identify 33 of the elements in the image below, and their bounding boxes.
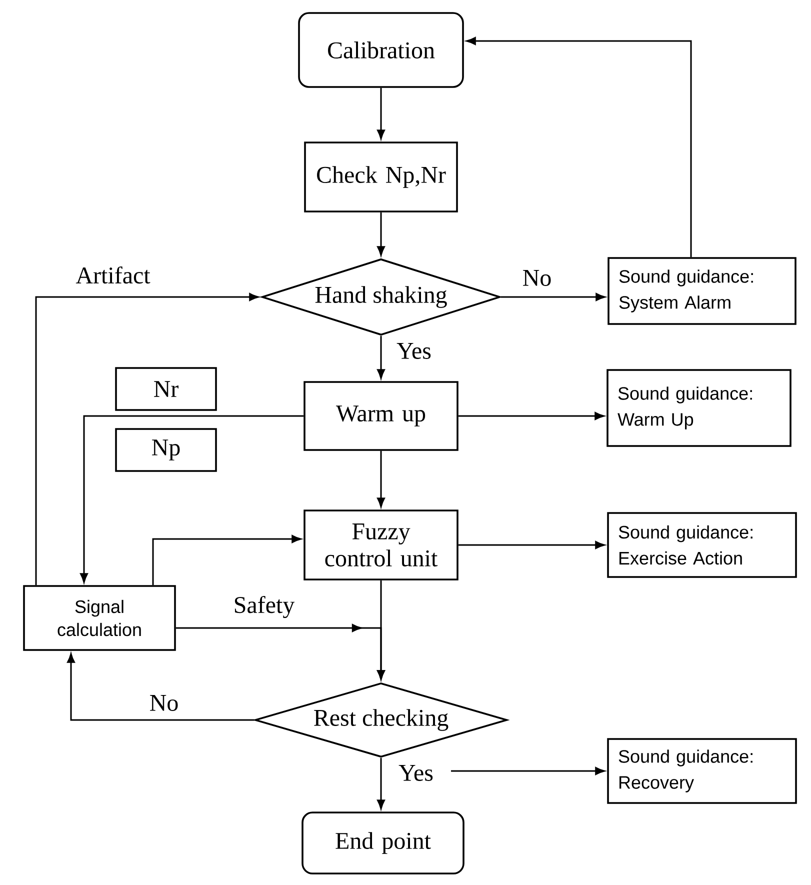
arrow xyxy=(80,415,304,583)
arrow xyxy=(377,580,385,680)
process-box: Signal calculation xyxy=(23,585,176,651)
process-box: Check Np,Nr xyxy=(304,142,458,212)
arrow xyxy=(35,293,259,586)
process-box: Sound guidance: System Alarm xyxy=(608,257,796,325)
edge-label: Yes xyxy=(398,764,434,782)
process-box: Fuzzy control unit xyxy=(304,510,458,580)
edge-label: Artifact xyxy=(74,265,152,285)
edge-label: No xyxy=(521,269,553,287)
arrow xyxy=(377,450,385,508)
terminal-box: Calibration xyxy=(298,12,464,88)
process-box: Nr xyxy=(115,367,217,411)
arrow xyxy=(67,653,254,721)
arrow xyxy=(466,37,692,258)
process-box: Sound guidance: Recovery xyxy=(607,738,797,804)
process-box: Sound guidance: Warm Up xyxy=(606,369,792,447)
arrow xyxy=(377,88,385,140)
edge-label: Yes xyxy=(396,342,432,360)
terminal-box: End point xyxy=(302,812,464,874)
arrow xyxy=(377,212,385,256)
arrow xyxy=(377,336,385,379)
arrow xyxy=(152,535,302,586)
arrow xyxy=(458,541,605,549)
process-box: Sound guidance: Exercise Action xyxy=(607,512,797,578)
arrow xyxy=(451,767,605,775)
edge-label: Safety xyxy=(232,594,296,620)
arrow xyxy=(500,293,606,301)
process-box: Warm up xyxy=(304,381,458,451)
process-box: Np xyxy=(115,428,217,472)
arrow xyxy=(377,758,385,810)
arrow xyxy=(458,412,604,420)
edge-label: No xyxy=(148,694,180,712)
